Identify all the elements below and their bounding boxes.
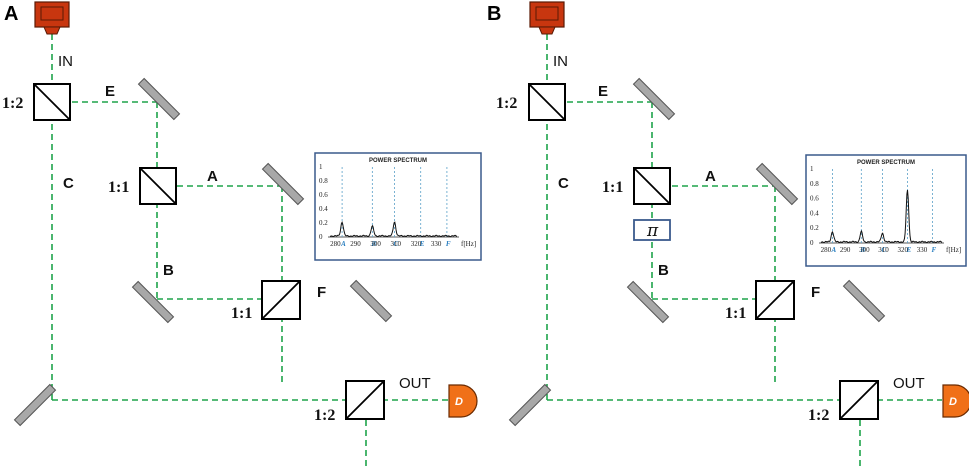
arm-label-b: B — [163, 262, 174, 279]
beam-splitter-icon — [755, 280, 795, 320]
y-tick-label: 0.8 — [319, 177, 328, 185]
panel-letter: A — [4, 3, 18, 25]
mirror-icon — [131, 280, 175, 324]
x-tick-label: 320 — [898, 246, 909, 254]
ratio-bs-lower: 1:1 — [231, 305, 252, 322]
beam-splitter-icon — [528, 83, 566, 121]
arm-label-c: C — [558, 175, 569, 192]
x-tick-label: 280 — [330, 240, 341, 248]
peak-letter: C — [881, 246, 886, 254]
y-tick-label: 0.6 — [319, 191, 328, 199]
x-tick-label: 300 — [370, 240, 381, 248]
arm-label-f: F — [317, 284, 326, 301]
beam-splitter-icon — [139, 167, 177, 205]
x-tick-label: 300 — [859, 246, 870, 254]
ratio-bs-in: 1:2 — [2, 95, 23, 112]
input-label: IN — [553, 53, 568, 70]
mirror-icon — [508, 383, 552, 427]
arm-label-f: F — [811, 284, 820, 301]
laser-icon — [529, 1, 565, 35]
x-tick-label: 290 — [350, 240, 361, 248]
mirror-icon — [842, 279, 886, 323]
arm-label-a: A — [207, 168, 218, 185]
ratio-bs-out: 1:2 — [314, 407, 335, 424]
ratio-bs-lower: 1:1 — [725, 305, 746, 322]
y-tick-label: 0.6 — [810, 195, 819, 203]
ratio-bs-in: 1:2 — [496, 95, 517, 112]
mirror-icon — [137, 77, 181, 121]
ratio-bs-out: 1:2 — [808, 407, 829, 424]
x-tick-label: 330 — [431, 240, 442, 248]
phase-shifter-icon: π — [633, 219, 671, 241]
y-tick-label: 1 — [810, 165, 814, 173]
beam-splitter-icon — [839, 380, 879, 420]
x-tick-label: 290 — [840, 246, 851, 254]
y-tick-label: 0.4 — [319, 205, 328, 213]
panel-a: A IN D — [2, 1, 482, 466]
mirror-icon — [13, 383, 57, 427]
spectrum-line — [330, 221, 458, 238]
inset-title: POWER SPECTRUM — [857, 160, 915, 166]
y-tick-label: 0.2 — [319, 219, 328, 227]
panel-letter: B — [487, 3, 501, 25]
peak-letter: F — [931, 246, 936, 254]
y-tick-label: 0.4 — [810, 209, 819, 217]
x-tick-label: 330 — [917, 246, 928, 254]
y-tick-label: 0 — [319, 233, 323, 241]
phase-label: π — [646, 221, 659, 241]
y-tick-label: 1 — [319, 163, 323, 171]
x-tick-label: 310 — [391, 240, 402, 248]
detector-icon: D — [942, 384, 969, 418]
inset-title: POWER SPECTRUM — [369, 158, 427, 164]
power-spectrum-inset: POWER SPECTRUM 1 0.8 0.6 0.4 0.2 0A B C E F 280 290 3… — [805, 154, 967, 267]
arm-label-a: A — [705, 168, 716, 185]
beam-splitter-icon — [261, 280, 301, 320]
x-unit-label: f[Hz] — [946, 246, 961, 254]
power-spectrum-inset: POWER SPECTRUM 1 0.8 0.6 0.4 0.2 0A B C E F 280 290 3… — [314, 152, 482, 261]
peak-letter: C — [394, 240, 399, 248]
mirror-icon — [755, 162, 799, 206]
detector-label: D — [949, 396, 957, 408]
mirror-icon — [261, 162, 305, 206]
arm-label-e: E — [598, 83, 608, 100]
spectrum-line — [820, 190, 943, 244]
arm-label-c: C — [63, 175, 74, 192]
y-tick-label: 0 — [810, 239, 814, 247]
panel-b: B IN π — [487, 1, 969, 466]
beam-splitter-icon — [33, 83, 71, 121]
ratio-bs-mid: 1:1 — [602, 179, 623, 196]
x-tick-label: 310 — [878, 246, 889, 254]
input-label: IN — [58, 53, 73, 70]
x-unit-label: f[Hz] — [461, 240, 476, 248]
output-label: OUT — [893, 375, 925, 392]
y-tick-label: 0.2 — [810, 224, 819, 232]
peak-letter: A — [340, 240, 346, 248]
x-tick-label: 320 — [411, 240, 422, 248]
beam-splitter-icon — [345, 380, 385, 420]
peak-letter: F — [446, 240, 451, 248]
mirror-icon — [626, 280, 670, 324]
arm-label-b: B — [658, 262, 669, 279]
peak-letter: E — [419, 240, 425, 248]
detector-label: D — [455, 396, 463, 408]
x-tick-label: 280 — [821, 246, 832, 254]
laser-icon — [34, 1, 70, 35]
detector-icon: D — [448, 384, 478, 418]
peak-letter: B — [370, 240, 376, 248]
mirror-icon — [632, 77, 676, 121]
peak-letter: A — [830, 246, 836, 254]
y-tick-label: 0.8 — [810, 180, 819, 188]
beam-splitter-icon — [633, 167, 671, 205]
peak-letter: E — [905, 246, 911, 254]
output-label: OUT — [399, 375, 431, 392]
arm-label-e: E — [105, 83, 115, 100]
ratio-bs-mid: 1:1 — [108, 179, 129, 196]
mirror-icon — [349, 279, 393, 323]
peak-letter: B — [859, 246, 865, 254]
